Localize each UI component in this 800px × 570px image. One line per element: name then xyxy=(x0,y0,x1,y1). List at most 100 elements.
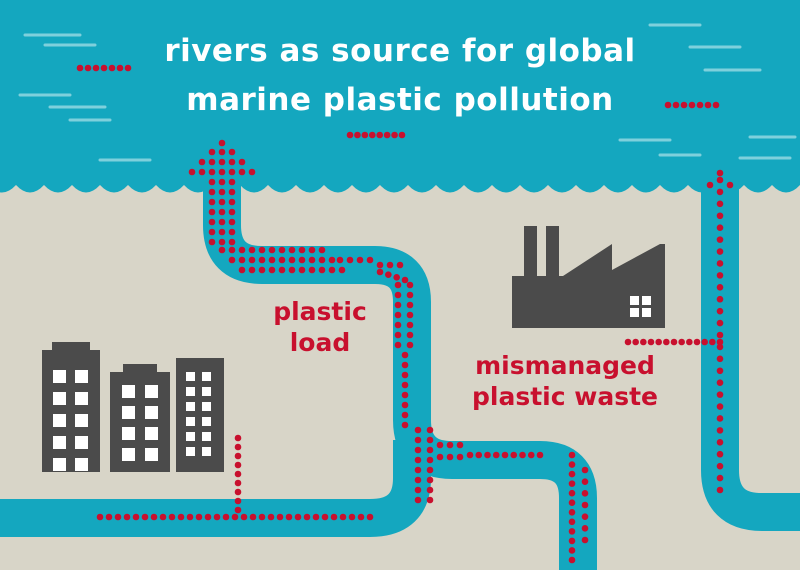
plastic-dot xyxy=(401,411,409,419)
plastic-dot xyxy=(376,268,384,276)
plastic-dot xyxy=(406,321,414,329)
plastic-dot xyxy=(92,64,100,72)
plastic-dot xyxy=(288,266,296,274)
window xyxy=(186,402,195,411)
plastic-dot xyxy=(366,256,374,264)
plastic-dot xyxy=(385,271,392,278)
window xyxy=(630,296,639,305)
plastic-dot xyxy=(208,208,216,216)
plastic-dot xyxy=(568,518,576,526)
window xyxy=(202,447,211,456)
plastic-dot xyxy=(716,248,724,255)
plastic-dot xyxy=(234,488,242,496)
plastic-dot xyxy=(234,434,242,442)
plastic-dot xyxy=(278,246,286,254)
city-building-2 xyxy=(110,364,170,472)
plastic-dot xyxy=(228,256,236,264)
plastic-dot xyxy=(238,168,246,176)
plastic-dot xyxy=(701,338,708,346)
plastic-dot xyxy=(188,168,196,176)
plastic-dot xyxy=(346,131,354,139)
plastic-dot xyxy=(76,64,84,72)
plastic-dot xyxy=(218,168,226,176)
plastic-dot xyxy=(716,391,724,398)
plastic-dot xyxy=(338,266,346,274)
plastic-dot xyxy=(696,101,704,109)
plastic-dot xyxy=(198,168,206,176)
window xyxy=(186,372,195,381)
city-building-1 xyxy=(42,342,100,472)
plastic-dot xyxy=(278,266,286,274)
plastic-dot xyxy=(414,426,422,434)
right-river xyxy=(701,185,800,531)
plastic-dot xyxy=(664,101,672,109)
plastic-dot xyxy=(436,441,444,449)
window xyxy=(53,392,66,405)
plastic-dot xyxy=(693,338,701,346)
plastic-dot xyxy=(716,200,724,208)
plastic-dot xyxy=(568,499,576,507)
window xyxy=(75,370,88,383)
window xyxy=(122,406,135,419)
plastic-dot xyxy=(100,64,108,72)
plastic-dot xyxy=(298,266,306,274)
plastic-dot xyxy=(709,338,716,346)
plastic-dot xyxy=(391,131,398,139)
plastic-dot xyxy=(312,513,320,521)
plastic-dot xyxy=(288,246,296,254)
plastic-dot xyxy=(581,478,589,485)
plastic-dot xyxy=(568,537,576,545)
plastic-dot xyxy=(581,525,589,532)
plastic-dot xyxy=(581,536,589,544)
plastic-dot xyxy=(357,513,365,521)
plastic-dot xyxy=(218,158,226,166)
plastic-dot xyxy=(568,556,576,564)
building-windows xyxy=(53,296,651,471)
plastic-dot xyxy=(258,513,266,521)
plastic-dot xyxy=(208,218,216,226)
plastic-dot xyxy=(346,256,354,264)
plastic-dot xyxy=(231,513,239,521)
plastic-dot xyxy=(716,176,724,184)
plastic-dot xyxy=(238,266,246,274)
plastic-dot xyxy=(716,338,724,346)
plastic-dot xyxy=(426,466,434,474)
plastic-dot xyxy=(141,513,149,521)
plastic-dot xyxy=(568,489,576,497)
plastic-dot xyxy=(308,256,316,264)
plastic-dot xyxy=(726,181,734,189)
plastic-dot xyxy=(376,261,384,269)
plastic-dot xyxy=(204,513,212,521)
plastic-dot xyxy=(401,391,409,399)
plastic-dot xyxy=(218,228,226,236)
plastic-dot xyxy=(401,421,409,429)
window xyxy=(202,387,211,396)
sea-band xyxy=(0,0,800,193)
plastic-dot xyxy=(177,513,185,521)
plastic-dot xyxy=(228,168,236,176)
plastic-dot xyxy=(426,486,434,494)
plastic-dot xyxy=(228,238,236,246)
plastic-dot xyxy=(678,338,685,346)
plastic-dot xyxy=(394,321,402,329)
plastic-dot xyxy=(248,256,256,264)
plastic-dot xyxy=(105,513,113,521)
plastic-dot xyxy=(716,343,724,351)
plastic-dot xyxy=(426,456,434,464)
plastic-dot xyxy=(414,446,422,454)
plastic-dot xyxy=(84,64,92,72)
plastic-dot xyxy=(258,246,266,254)
plastic-dot xyxy=(376,131,384,139)
plastic-dot xyxy=(581,490,589,497)
plastic-dot xyxy=(394,291,402,299)
window xyxy=(630,308,639,317)
plastic-dot xyxy=(218,238,226,246)
plastic-dot xyxy=(328,266,336,274)
plastic-dot xyxy=(228,148,236,156)
plastic-dot xyxy=(426,436,434,444)
plastic-dot xyxy=(401,351,409,359)
plastic-dot xyxy=(218,148,226,156)
window xyxy=(122,385,135,398)
window xyxy=(202,372,211,381)
plastic-dot xyxy=(394,281,402,289)
